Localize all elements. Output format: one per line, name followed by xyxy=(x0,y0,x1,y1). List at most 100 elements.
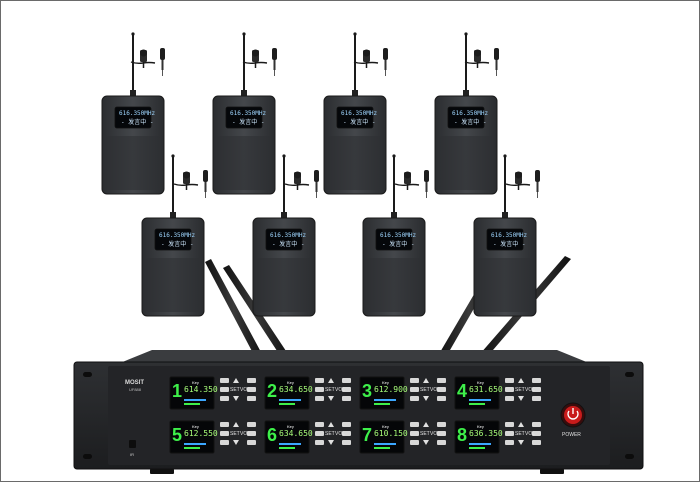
channel-button[interactable] xyxy=(505,431,514,436)
down-arrow-icon[interactable] xyxy=(423,440,429,445)
channel-button[interactable] xyxy=(220,387,229,392)
channel-frequency: 612.900 xyxy=(374,385,408,394)
channel-button[interactable] xyxy=(220,431,229,436)
channel-number: 1 xyxy=(172,381,182,401)
channel-button[interactable] xyxy=(437,387,446,392)
channel-button[interactable] xyxy=(342,378,351,383)
channel-button[interactable] xyxy=(437,422,446,427)
channel-frequency: 631.650 xyxy=(469,385,503,394)
channel-number: 6 xyxy=(267,425,277,445)
up-arrow-icon[interactable] xyxy=(328,378,334,383)
rf-level-bar xyxy=(184,403,200,405)
af-level-bar xyxy=(184,399,206,401)
channel-button[interactable] xyxy=(437,440,446,445)
channel-button[interactable] xyxy=(505,422,514,427)
channel-button[interactable] xyxy=(220,440,229,445)
channel-button[interactable] xyxy=(315,440,324,445)
channel-button[interactable] xyxy=(410,387,419,392)
set-label: SET xyxy=(230,387,240,393)
down-arrow-icon[interactable] xyxy=(423,396,429,401)
channel-button[interactable] xyxy=(247,422,256,427)
down-arrow-icon[interactable] xyxy=(233,440,239,445)
channel-button[interactable] xyxy=(342,431,351,436)
channel-button[interactable] xyxy=(247,387,256,392)
up-arrow-icon[interactable] xyxy=(233,422,239,427)
transmitter-lcd-frequency: 616.350MHz xyxy=(341,110,378,117)
channel-button[interactable] xyxy=(437,378,446,383)
channel-button[interactable] xyxy=(505,378,514,383)
channel-button[interactable] xyxy=(505,387,514,392)
channel-button[interactable] xyxy=(220,422,229,427)
channel-button[interactable] xyxy=(247,396,256,401)
channel-button[interactable] xyxy=(410,378,419,383)
channel-button[interactable] xyxy=(342,422,351,427)
transmitter-lcd-status: - 发言中 - xyxy=(121,118,153,126)
down-arrow-icon[interactable] xyxy=(518,396,524,401)
channel-button[interactable] xyxy=(247,431,256,436)
channel-button[interactable] xyxy=(410,431,419,436)
channel-button[interactable] xyxy=(532,440,541,445)
channel-button[interactable] xyxy=(532,387,541,392)
channel-button[interactable] xyxy=(437,396,446,401)
channel-button[interactable] xyxy=(247,440,256,445)
channel-button[interactable] xyxy=(342,396,351,401)
power-button[interactable] xyxy=(560,402,586,428)
channel-frequency: 614.350 xyxy=(184,385,218,394)
channel-button[interactable] xyxy=(315,387,324,392)
down-arrow-icon[interactable] xyxy=(328,396,334,401)
channel-button[interactable] xyxy=(532,396,541,401)
channel-frequency: 634.650 xyxy=(279,385,313,394)
receiver-unit xyxy=(73,350,644,474)
vol-label: VOL xyxy=(430,431,440,437)
transmitter-lcd-frequency: 616.350MHz xyxy=(452,110,489,117)
channel-button[interactable] xyxy=(247,378,256,383)
channel-button[interactable] xyxy=(437,431,446,436)
channel-button[interactable] xyxy=(532,378,541,383)
up-arrow-icon[interactable] xyxy=(233,378,239,383)
channel-number: 4 xyxy=(457,381,467,401)
ir-window xyxy=(129,440,136,448)
channel-button[interactable] xyxy=(220,378,229,383)
channel-button[interactable] xyxy=(532,422,541,427)
rack-hole xyxy=(625,372,634,377)
lavalier-mic-6 xyxy=(284,169,320,199)
up-arrow-icon[interactable] xyxy=(423,378,429,383)
set-label: SET xyxy=(325,387,335,393)
set-label: SET xyxy=(230,431,240,437)
down-arrow-icon[interactable] xyxy=(233,396,239,401)
transmitter-lcd-status: - 发言中 - xyxy=(382,240,414,248)
channel-button[interactable] xyxy=(532,431,541,436)
channel-button[interactable] xyxy=(315,431,324,436)
channel-button[interactable] xyxy=(410,440,419,445)
channel-button[interactable] xyxy=(342,387,351,392)
channel-header: Key xyxy=(477,424,484,429)
up-arrow-icon[interactable] xyxy=(518,378,524,383)
up-arrow-icon[interactable] xyxy=(328,422,334,427)
up-arrow-icon[interactable] xyxy=(518,422,524,427)
rf-level-bar xyxy=(184,447,200,449)
channel-button[interactable] xyxy=(315,378,324,383)
set-label: SET xyxy=(420,431,430,437)
channel-button[interactable] xyxy=(220,396,229,401)
channel-button[interactable] xyxy=(315,396,324,401)
down-arrow-icon[interactable] xyxy=(518,440,524,445)
channel-button[interactable] xyxy=(342,440,351,445)
down-arrow-icon[interactable] xyxy=(328,440,334,445)
rack-hole xyxy=(83,454,92,459)
channel-button[interactable] xyxy=(505,396,514,401)
transmitter-lcd-status: - 发言中 - xyxy=(272,240,304,248)
channel-button[interactable] xyxy=(315,422,324,427)
rf-level-bar xyxy=(279,447,295,449)
channel-button[interactable] xyxy=(505,440,514,445)
lavalier-mic-8 xyxy=(505,169,541,199)
channel-number: 7 xyxy=(362,425,372,445)
channel-header: Key xyxy=(382,380,389,385)
channel-header: Key xyxy=(382,424,389,429)
channel-button[interactable] xyxy=(410,422,419,427)
channel-button[interactable] xyxy=(410,396,419,401)
up-arrow-icon[interactable] xyxy=(423,422,429,427)
channel-frequency: 610.150 xyxy=(374,429,408,438)
